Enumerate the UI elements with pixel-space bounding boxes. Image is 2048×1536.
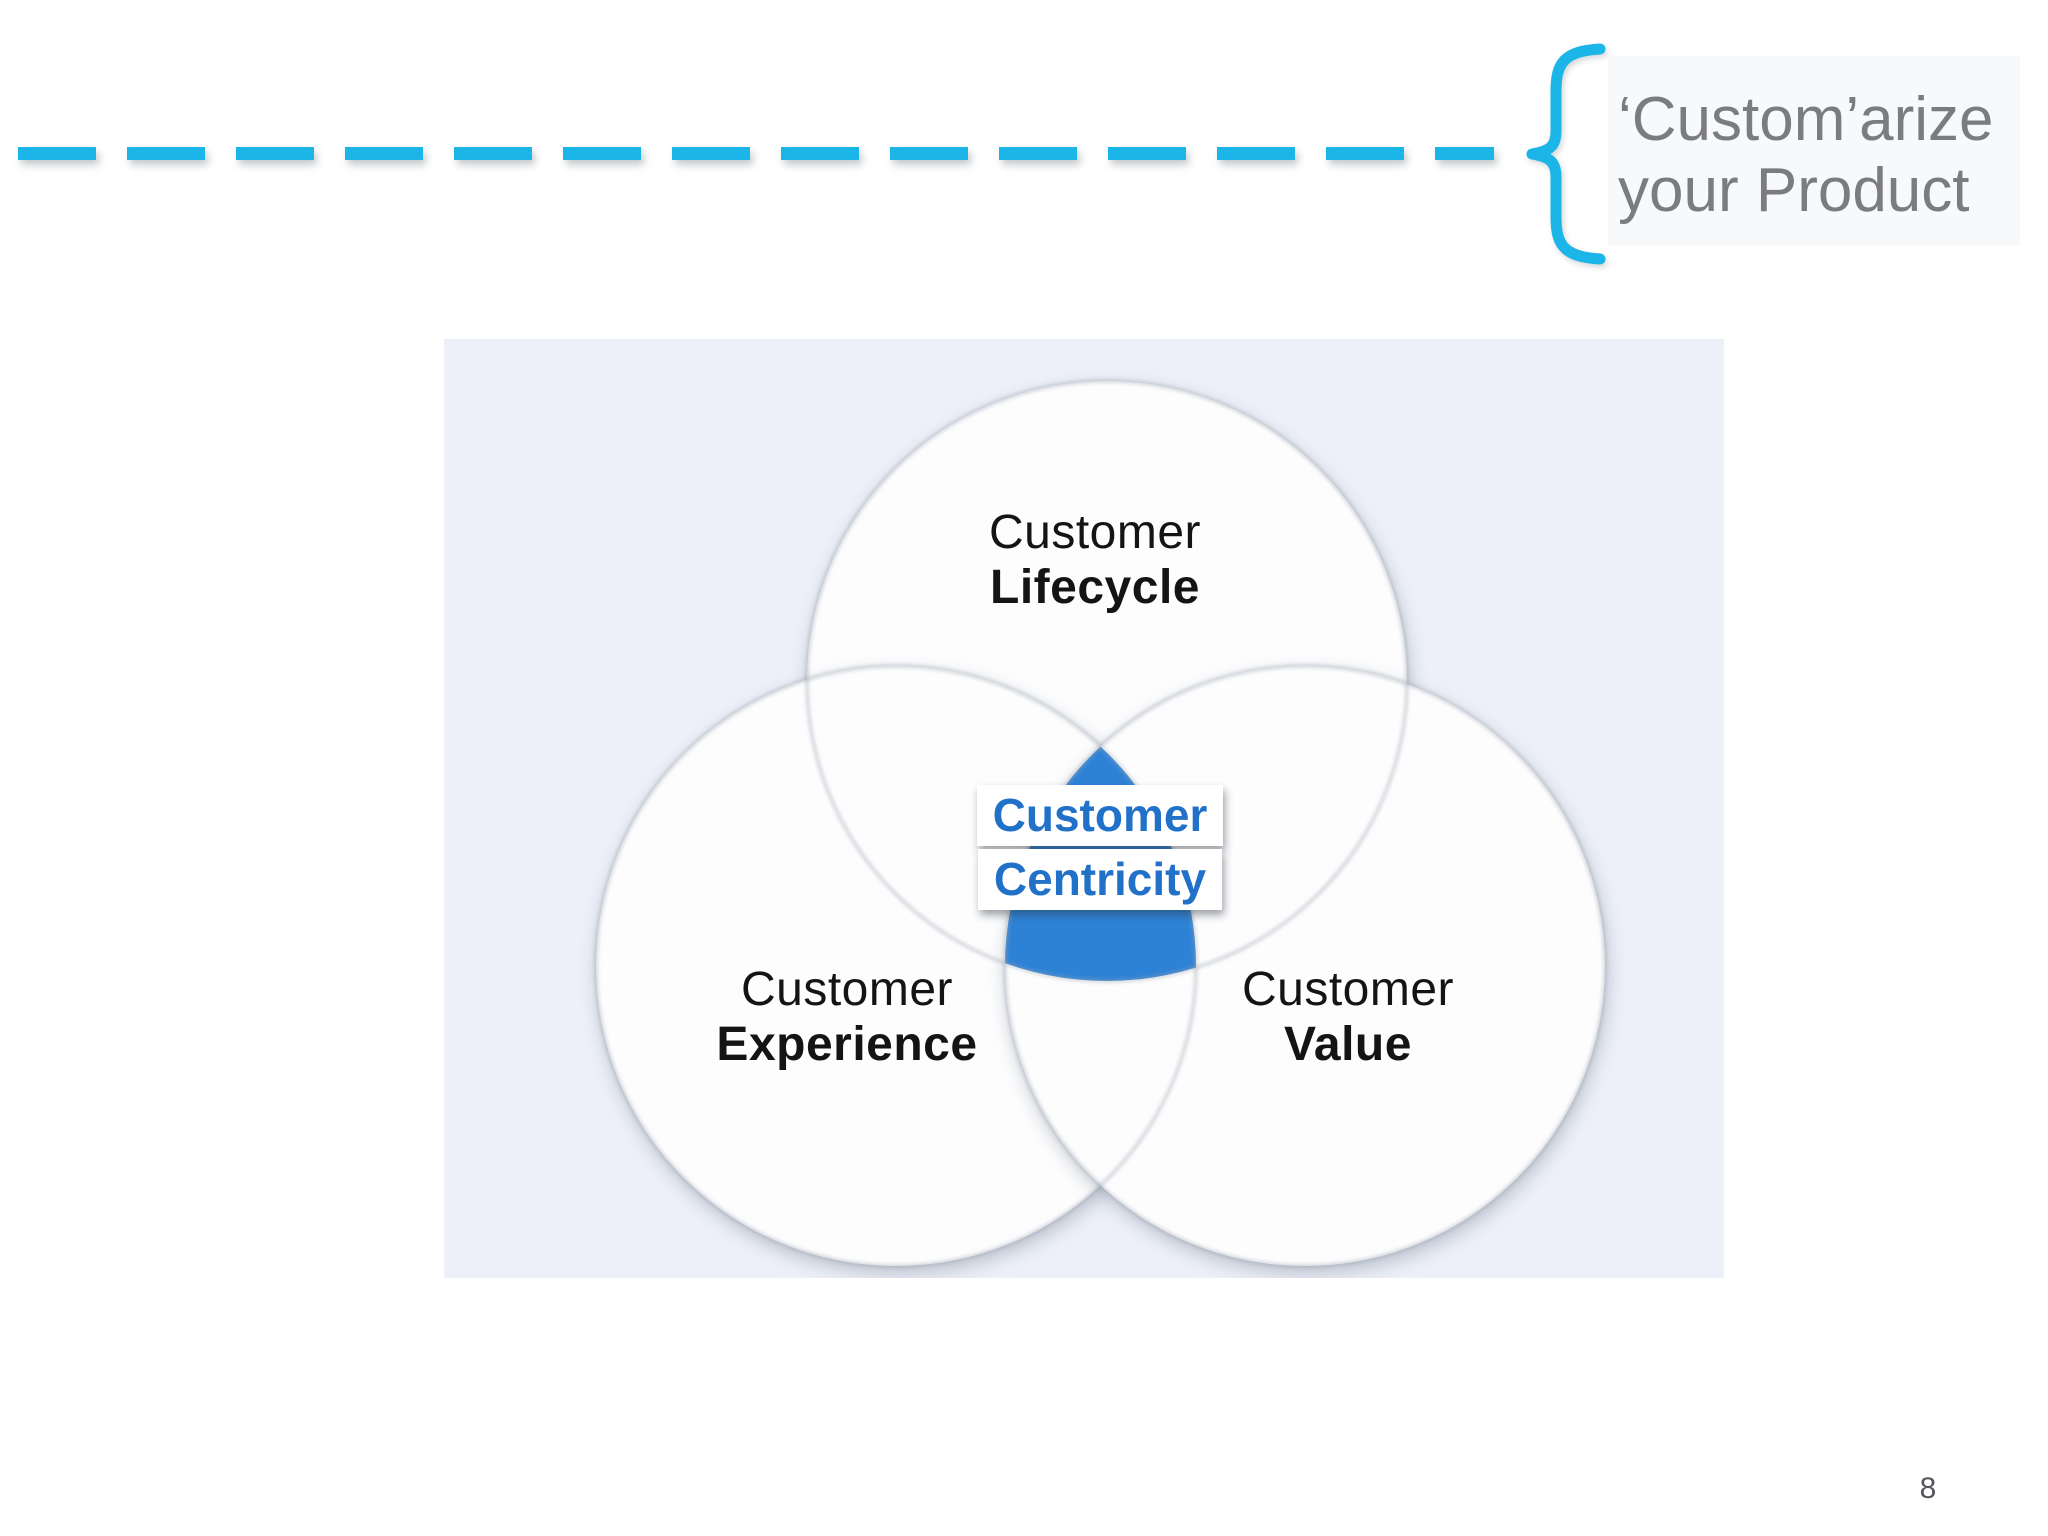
annotation-line2: your Product: [1618, 156, 1970, 225]
venn-circles-graphic: [594, 379, 1608, 1274]
right-circle-label: Customer Value: [1128, 962, 1568, 1072]
annotation-line1: ‘Custom’arize: [1618, 85, 1994, 154]
page-number: 8: [1919, 1472, 1937, 1505]
right-circle-label-line2: Value: [1284, 1018, 1412, 1071]
left-circle-label-line1: Customer: [740, 963, 954, 1016]
top-circle-label-line2: Lifecycle: [990, 561, 1200, 614]
curly-brace-icon: [1526, 43, 1606, 265]
center-label-line1: Customer: [976, 785, 1224, 846]
dashed-divider-line: [18, 147, 1494, 160]
left-circle-label: Customer Experience: [627, 962, 1067, 1072]
left-circle-label-line2: Experience: [716, 1018, 978, 1071]
venn-diagram-panel: Customer Lifecycle Customer Experience C…: [444, 339, 1724, 1278]
center-label-line2: Centricity: [977, 849, 1223, 910]
center-label: Customer Centricity: [950, 785, 1250, 913]
top-circle-label: Customer Lifecycle: [875, 505, 1315, 615]
top-circle-label-line1: Customer: [988, 506, 1202, 559]
right-circle-label-line1: Customer: [1241, 963, 1455, 1016]
annotation-text: ‘Custom’arize your Product: [1608, 56, 2020, 246]
